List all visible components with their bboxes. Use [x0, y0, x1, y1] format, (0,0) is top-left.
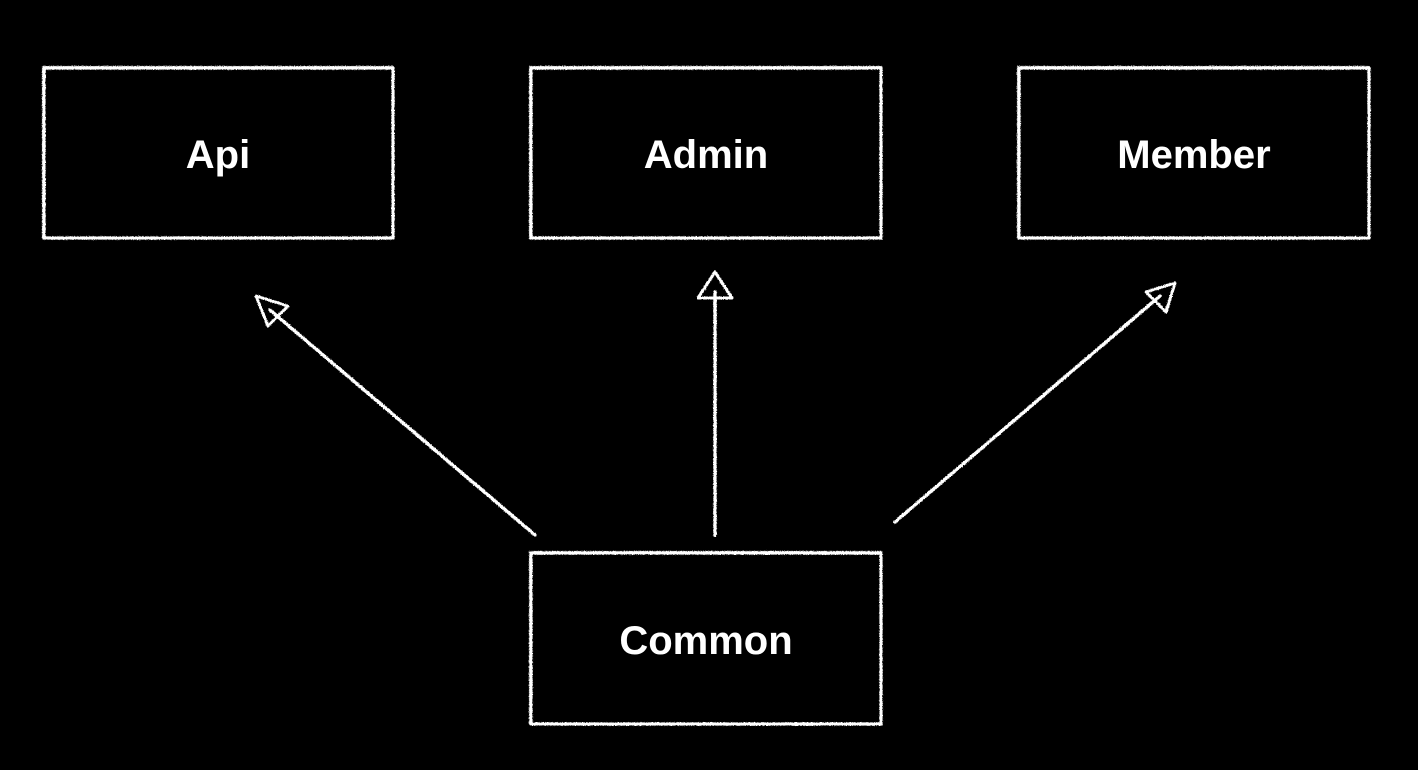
node-label-admin: Admin: [644, 133, 768, 177]
node-member[interactable]: Member: [1016, 65, 1371, 240]
node-api[interactable]: Api: [41, 65, 395, 240]
node-label-member: Member: [1117, 133, 1270, 177]
edge-common-to-admin: [696, 270, 734, 537]
node-label-api: Api: [186, 133, 250, 177]
edge-common-to-member: [893, 281, 1177, 524]
edge-common-to-api: [254, 294, 537, 537]
node-admin[interactable]: Admin: [528, 65, 883, 240]
node-label-common: Common: [619, 619, 792, 663]
node-common[interactable]: Common: [528, 550, 883, 726]
